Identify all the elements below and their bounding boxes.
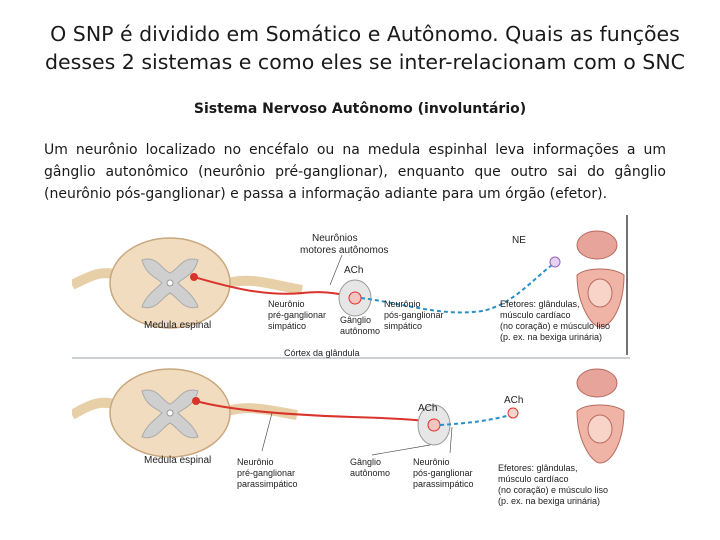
bottom-spinal-cord-label: Medula espinal [144,455,211,466]
top-effectors-line2: músculo cardíaco [500,310,571,320]
top-pre-neuron-line3: simpático [268,321,306,331]
top-post-neuron-line3: simpático [384,321,422,331]
top-post-neuron-line2: pós-ganglionar [384,310,444,320]
bottom-central-canal [167,410,173,416]
bottom-synapse-effector [508,408,518,418]
bottom-ganglion-line2: autônomo [350,468,390,478]
bottom-ach-effector-label: ACh [504,395,523,406]
bottom-post-neuron-leader [450,427,452,453]
bottom-pre-neuron-line3: parassimpático [237,479,298,489]
top-cut-text: Córtex da glândula [284,348,360,358]
bottom-gland-organ [577,369,617,397]
top-motor-neurons-line1: Neurônios [312,233,358,244]
figure-svg: Neurônios motores autônomos ACh NE Medul… [72,215,630,510]
top-gland-organ [577,231,617,259]
top-pre-neuron-line1: Neurônio [268,299,305,309]
top-ganglion-line2: autônomo [340,326,380,336]
top-ganglion-line1: Gânglio [340,315,371,325]
top-ach-label: ACh [344,265,363,276]
top-synapse-effector [550,257,560,267]
bottom-effectors-line2: músculo cardíaco [498,474,569,484]
bottom-pre-neuron-line2: pré-ganglionar [237,468,295,478]
slide-title-line-1: O SNP é dividido em Somático e Autônomo.… [40,20,690,48]
top-motor-neurons-leader [330,255,342,285]
bottom-ganglion-neuron [428,419,440,431]
slide-subtitle: Sistema Nervoso Autônomo (involuntário) [0,101,720,117]
top-pre-neuron-line2: pré-ganglionar [268,310,326,320]
bottom-pre-neuron-line1: Neurônio [237,457,274,467]
bottom-post-axon [440,415,510,425]
top-spinal-cord-label: Medula espinal [144,320,211,331]
top-motor-neurons-line2: motores autônomos [300,245,388,256]
top-effectors-line3: (no coração) e músculo liso [500,321,610,331]
top-ganglion-neuron [349,292,361,304]
top-nerve-root-right [222,281,302,290]
bottom-ganglion-line1: Gânglio [350,457,381,467]
slide-title-line-2: desses 2 sistemas e como eles se inter-r… [40,48,690,76]
bottom-post-neuron-line1: Neurônio [413,457,450,467]
top-effectors-line1: Efetores: glândulas, [500,299,580,309]
autonomic-nervous-system-figure: Neurônios motores autônomos ACh NE Medul… [72,215,630,510]
top-ne-label: NE [512,235,526,246]
bottom-bladder-inner [588,415,612,443]
bottom-effectors-line3: (no coração) e músculo liso [498,485,608,495]
bottom-post-neuron-line3: parassimpático [413,479,474,489]
bottom-effectors-line4: (p. ex. na bexiga urinária) [498,496,600,506]
bottom-ach-ganglion-label: ACh [418,403,437,414]
top-bladder-inner [588,279,612,307]
bottom-ganglion-leader [372,445,430,455]
top-post-neuron-line1: Neurônio [384,299,421,309]
slide-paragraph: Um neurônio localizado no encéfalo ou na… [44,139,666,205]
top-effectors-line4: (p. ex. na bexiga urinária) [500,332,602,342]
slide-title: O SNP é dividido em Somático e Autônomo.… [40,20,690,76]
bottom-panel: ACh ACh Medula espinal Neurônio pré-gang… [72,369,624,506]
top-central-canal [167,280,173,286]
top-panel: Neurônios motores autônomos ACh NE Medul… [72,231,624,358]
bottom-pre-neuron-leader [262,413,272,451]
bottom-effectors-line1: Efetores: glândulas, [498,463,578,473]
bottom-post-neuron-line2: pós-ganglionar [413,468,473,478]
